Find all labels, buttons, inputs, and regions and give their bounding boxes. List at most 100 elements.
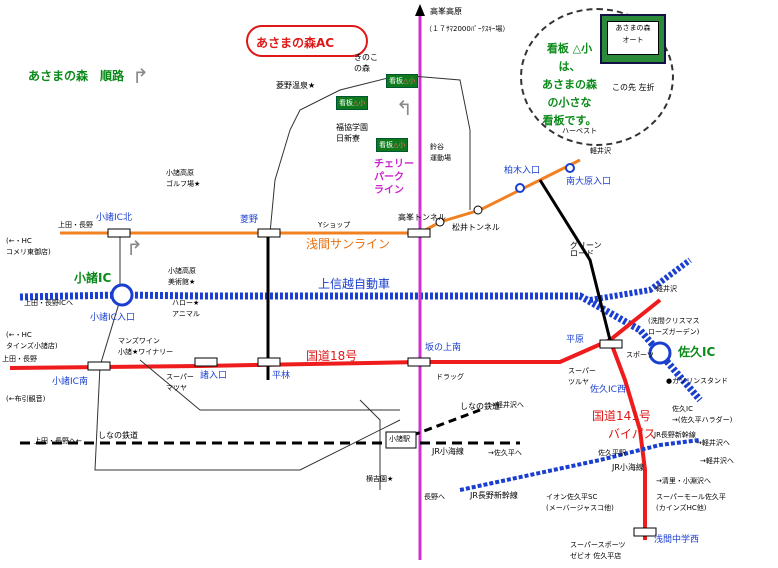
karuizawa-1: 軽井沢 [590, 147, 611, 155]
kinoko-no-mori: きのこ の森 [354, 53, 378, 73]
local-road-3 [139, 359, 400, 411]
kanban-text: 看板 [389, 77, 403, 85]
hishino-intersection: 菱野 [240, 215, 259, 225]
shinano-railway-label: しなの鉄道 [98, 431, 138, 440]
asama-board-icon: あさまの森 オート [600, 14, 666, 64]
expressway-branch [589, 257, 692, 303]
komoro-ic-label: 小諸IC [74, 271, 112, 285]
route-arrow-icon: ↱ [132, 64, 149, 88]
mansion-wine-label: マンズワイン 小諸★ワイナリー [118, 337, 174, 356]
route18-label: 国道18号 [306, 349, 358, 363]
kanban-mark: △小 [403, 77, 416, 85]
turn-arrow-icon-2: ↱ [126, 236, 143, 260]
ac-badge-label: あさまの森AC [256, 36, 335, 50]
local-road-1 [269, 74, 471, 234]
jr-koumi-label-2: JR小海線 [612, 463, 644, 472]
saku-ic-label: 佐久IC [678, 345, 716, 359]
tsuruya-label: スーパー ツルヤ [568, 367, 596, 386]
museum-label: 小諸高原 美術館★ [168, 267, 196, 286]
note-line1: 看板 △小 [546, 42, 593, 55]
route141-label: 国道141号 [592, 409, 651, 423]
jr-line [459, 438, 701, 492]
note-line3: あさまの森 [542, 78, 597, 91]
komoro-station-label: 小諸駅 [389, 435, 410, 443]
kanban-mark: △小 [353, 99, 366, 107]
route-18 [9, 298, 662, 370]
asama-chugaku-nishi: 浅間中学西 [654, 535, 700, 545]
note-line5: 看板です。 [542, 114, 597, 127]
komoro-ic-iriguchi: 小諸IC入口 [90, 313, 135, 323]
karuizawa-2: 軽井沢 [656, 285, 677, 293]
ueda-nagano-ic: 上田・長野ICへ [24, 299, 73, 307]
minami-ohara-iriguchi: 南大原入口 [566, 177, 612, 187]
aeon-label: イオン佐久平SC (メーバージャスコ他) [546, 493, 614, 512]
green-road-label: グリーン ロード [570, 241, 602, 258]
xmas-label: (洗間クリスマス ローズガーデン) [648, 317, 700, 336]
cherry-park-line-label: チェリー パーク ライン [374, 159, 414, 196]
yatsugatake-direction: →清里・小淵沢へ [656, 477, 711, 485]
asama-sunline-label: 浅間サンライン [306, 237, 391, 251]
jr-nagano-station-label: JR長野新幹線 [654, 431, 696, 439]
note-line4: の小さな [547, 96, 592, 109]
hirabayashi: 平林 [272, 371, 291, 381]
jr-shinkansen-label: JR長野新幹線 [470, 491, 518, 500]
kanban-sign-3: 看板△小 [376, 138, 409, 152]
green-road [538, 179, 612, 341]
saku-hira-station: 佐久平駅 [598, 449, 626, 457]
route-141 [608, 339, 647, 540]
board-line2: オート [622, 36, 644, 44]
local-road-4 [359, 399, 381, 490]
turn-arrow-icon: ↰ [396, 96, 413, 120]
komeri-label-2: (←・HC タインズ小諸店) [6, 331, 58, 350]
komoro-ic-minami: 小諸IC南 [52, 377, 88, 387]
matsui-tunnel: 松井トンネル [452, 223, 500, 232]
ueda-nagano-direction: 上田・長野へ← [34, 437, 82, 445]
suzuki-label: 鈴谷 運動場 [430, 143, 451, 162]
bypass-label: バイパス [608, 427, 656, 441]
komoro-ic-north: 小諸IC北 [96, 213, 132, 223]
super-mall-label: スーパーモール佐久平 (カインズHC他) [656, 493, 726, 512]
nunobiki-label: (←布引観音) [6, 395, 46, 403]
komoro-ic-circle [110, 283, 134, 307]
board-line1: あさまの森 [615, 24, 651, 32]
harvest-label: ハーベスト [562, 127, 598, 135]
sekitsu-label: 横吉園★ [366, 475, 394, 483]
jr-koumi-label: JR小海線 [432, 447, 464, 456]
saku-ic-circle [648, 341, 672, 365]
board-caption: この先 左折 [612, 83, 655, 92]
kanban-text: 看板 [339, 99, 353, 107]
zerbio-label: スーパースポーツ ゼビオ 佐久平店 [570, 541, 626, 560]
sakanoue-minami: 坂の上南 [425, 343, 462, 353]
expressway-label: 上信越自動車 [318, 277, 391, 291]
super-matsuya-label: スーパー マツヤ [166, 373, 194, 392]
route-title: あさまの森 順路 [28, 69, 125, 83]
ac-badge: あさまの森AC [246, 25, 368, 57]
hirahara: 平原 [566, 335, 585, 345]
kashiwagi-iriguchi: 柏木入口 [504, 166, 541, 176]
komeri-label: (←・HC コメリ東御店) [6, 237, 51, 256]
ueda-nagano-2: 上田・長野 [58, 221, 93, 229]
north-road-sub: （１７ｻﾏ2000ﾊﾟｰｸｽｷｰ場） [425, 25, 510, 33]
danchi-label: 福協学園 日新寮 [336, 123, 368, 143]
ueda-nagano-4: 上田・長野 [2, 355, 37, 363]
kanban-text: 看板 [379, 141, 393, 149]
nagano-direction: 長野へ [424, 493, 445, 501]
kanban-mark: △小 [393, 141, 406, 149]
hishino-onsen: 菱野温泉★ [276, 81, 316, 90]
saku-ic-nishi: 佐久IC西 [590, 385, 626, 395]
bubble-note: 看板 △小 は、 あさまの森 の小さな 看板です。 [542, 40, 597, 130]
kanban-sign-2: 看板△小 [386, 74, 419, 88]
kousha-tunnel: 高峯トンネル [398, 213, 446, 222]
karuizawa-direction-5: →軽井沢へ [700, 457, 734, 465]
note-line2: は、 [558, 60, 581, 73]
signals [87, 163, 657, 537]
kanban-sign-1: 看板△小 [336, 96, 369, 110]
hello-animal-label: ハロー★ アニマル [172, 299, 200, 318]
north-road-label: 高峯高原 [430, 7, 462, 16]
shinano-railway-label-2: しなの鉄道 [460, 402, 500, 411]
komoro-station-box [385, 431, 417, 449]
karuizawa-direction-4: →軽井沢へ [696, 439, 730, 447]
sports-label: スポーツ [626, 351, 654, 359]
